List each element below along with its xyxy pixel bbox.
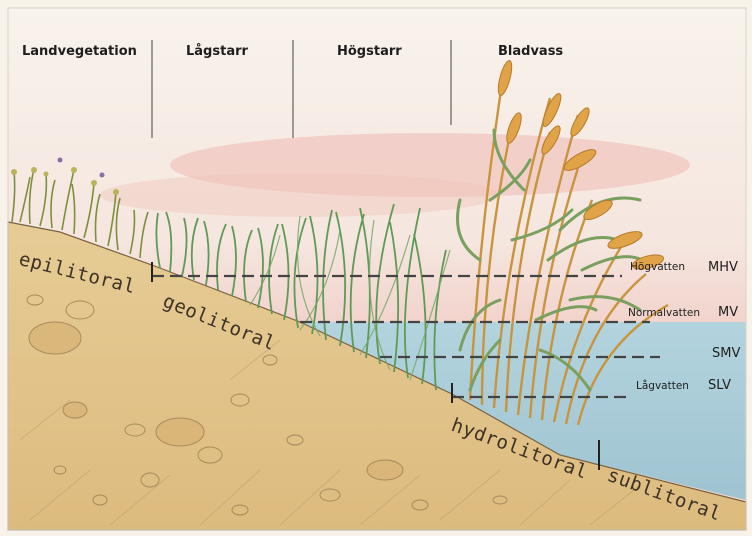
label-low-water: Lågvatten — [636, 380, 689, 392]
label-high-water: Högvatten — [630, 261, 685, 273]
label-smv: SMV — [712, 346, 740, 361]
header-reed: Bladvass — [498, 44, 563, 59]
label-slv: SLV — [708, 378, 731, 393]
header-low-sedge: Lågstarr — [186, 44, 248, 59]
header-land-vegetation: Landvegetation — [22, 44, 137, 59]
label-mhv: MHV — [708, 260, 738, 275]
label-normal-water: Normalvatten — [628, 307, 700, 319]
header-high-sedge: Högstarr — [337, 44, 402, 59]
label-mv: MV — [718, 305, 738, 320]
